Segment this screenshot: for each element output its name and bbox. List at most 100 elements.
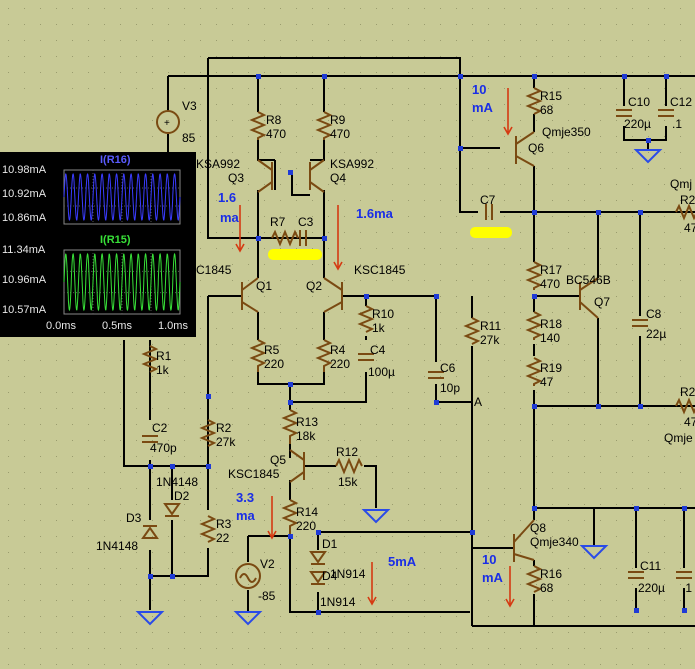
capacitor-c10	[616, 109, 632, 117]
capacitor-c12	[658, 109, 674, 117]
r14-label: R14	[296, 505, 318, 519]
c3-label: C3	[298, 215, 314, 229]
v2-label: V2	[260, 557, 275, 571]
current-q8: 10	[482, 552, 496, 567]
q5-label: Q5	[270, 453, 286, 467]
junction-dots	[148, 74, 687, 615]
resistor-r5	[249, 339, 267, 372]
q1-model: C1845	[196, 263, 232, 277]
q8-model: Qmje340	[530, 535, 579, 549]
r2-right-top-label: R2	[680, 193, 695, 207]
resistor-r12	[335, 457, 363, 475]
q4-label: Q4	[330, 171, 346, 185]
r5-value: 220	[264, 357, 284, 371]
resistor-r1	[141, 345, 159, 373]
waveform-line	[63, 252, 181, 312]
q4-model: KSA992	[330, 157, 374, 171]
r11-value: 27k	[480, 333, 500, 347]
d2-model: 1N4148	[156, 475, 198, 489]
q1-label: Q1	[256, 279, 272, 293]
trace-2-title: I(R15)	[100, 234, 131, 246]
resistor-r7	[271, 229, 299, 247]
resistor-r8	[249, 111, 267, 140]
r5-label: R5	[264, 343, 280, 357]
q2-label: Q2	[306, 279, 322, 293]
capacitor-c2	[142, 435, 158, 443]
resistor-r14	[281, 499, 299, 536]
r7-label: R7	[270, 215, 286, 229]
trace-1-title: I(R16)	[100, 154, 131, 166]
v3-label: V3	[182, 99, 197, 113]
r2-right-mid-value: 47	[684, 415, 695, 429]
ground-icon	[233, 611, 263, 626]
r1-label: R1	[156, 349, 172, 363]
q3-label: Q3	[228, 171, 244, 185]
q7-label: Q7	[594, 295, 610, 309]
r2-label: R2	[216, 421, 232, 435]
resistor-r19	[525, 357, 543, 386]
ground-icon	[579, 545, 609, 560]
c11-label: C11	[640, 559, 661, 573]
c10-label: C10	[628, 95, 650, 109]
transistor-q4	[309, 159, 325, 193]
r18-label: R18	[540, 317, 562, 331]
r13-label: R13	[296, 415, 318, 429]
trace-2-ytick: 10.96mA	[2, 274, 47, 286]
trace-1-waveform	[63, 170, 181, 224]
diode-d4	[309, 571, 327, 585]
qmje-mid-label: Qmje	[664, 431, 693, 445]
resistor-r9	[315, 111, 333, 140]
r8-value: 470	[266, 127, 286, 141]
v3-source-symbol	[156, 110, 180, 134]
x-tick: 0.0ms	[46, 320, 76, 332]
labels: V3 85 R8 470 R9 470 KSA992 Q3 KSA992 Q4 …	[96, 82, 695, 609]
r3-value: 22	[216, 531, 230, 545]
d3-label: D3	[126, 511, 142, 525]
x-tick: 1.0ms	[158, 320, 188, 332]
d4-label: D4	[322, 569, 338, 583]
diode-d1	[309, 551, 327, 565]
capacitor-c4	[358, 353, 374, 361]
d4-model: 1N914	[320, 595, 356, 609]
current-d1: 5mA	[388, 554, 417, 569]
waveform-inset: I(R16) 10.98mA 10.92mA 10.86mA I(R15) 11…	[0, 152, 196, 337]
waveform-line	[63, 173, 181, 221]
c6-value: 10p	[440, 381, 460, 395]
highlight-marker	[470, 227, 512, 238]
transistor-q3	[257, 159, 273, 193]
resistor-r18	[525, 311, 543, 340]
c6-label: C6	[440, 361, 456, 375]
r10-value: 1k	[372, 321, 386, 335]
diode-d3	[141, 525, 159, 539]
r2-right-top-value: 47	[684, 221, 695, 235]
q5-model: KSC1845	[228, 467, 280, 481]
transistor-q1	[241, 277, 259, 313]
r9-value: 470	[330, 127, 350, 141]
c12-value: .1	[672, 117, 682, 131]
q6-model: Qmje350	[542, 125, 591, 139]
q6-label: Q6	[528, 141, 544, 155]
capacitor-c11	[628, 571, 644, 579]
capacitor-c7	[485, 204, 493, 220]
ground-icon	[361, 509, 391, 524]
trace-2-ytick: 11.34mA	[2, 244, 46, 256]
resistor-r10	[357, 305, 375, 333]
c2-label: C2	[152, 421, 168, 435]
wires	[123, 57, 695, 627]
c11-value: 220µ	[638, 581, 665, 595]
capacitor-c3	[299, 230, 307, 246]
d1-label: D1	[322, 537, 338, 551]
q3-model: KSA992	[196, 157, 240, 171]
current-arrows	[235, 88, 515, 608]
r11-label: R11	[480, 319, 501, 333]
resistor-r4	[315, 339, 333, 372]
trace-1-ytick: 10.98mA	[2, 164, 47, 176]
ground-icon	[135, 611, 165, 626]
r12-label: R12	[336, 445, 358, 459]
r4-label: R4	[330, 343, 346, 357]
capacitor-c8	[632, 319, 648, 327]
r2-right-mid-label: R2	[680, 385, 695, 399]
c10-value: 220µ	[624, 117, 651, 131]
